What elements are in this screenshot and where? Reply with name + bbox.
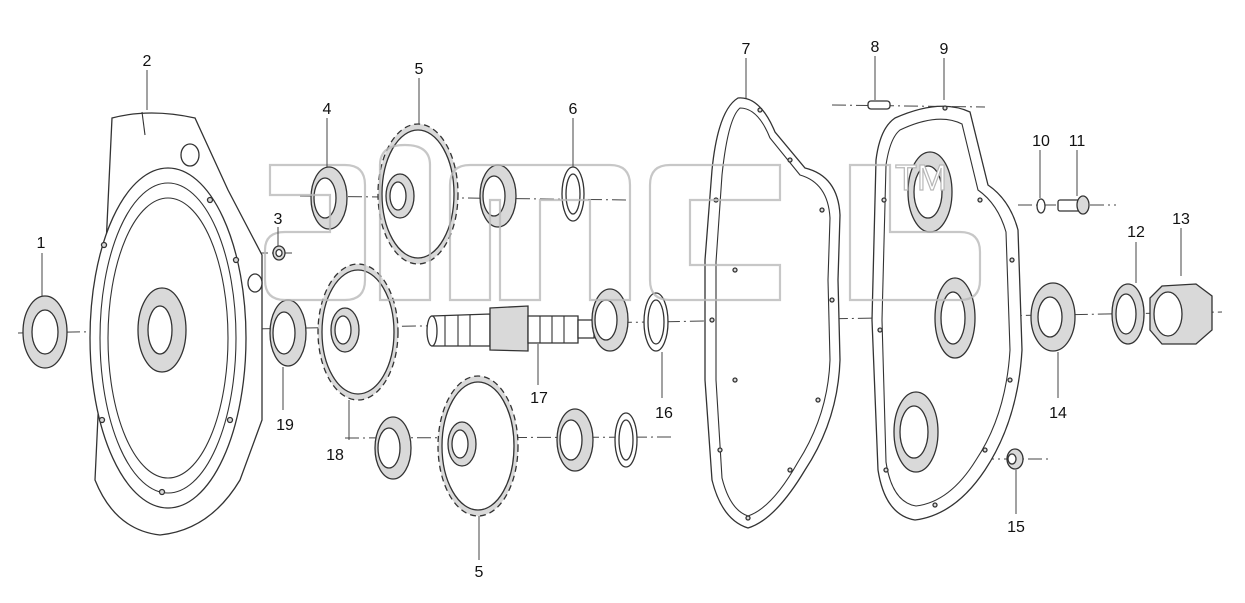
callout-1: 1 (37, 235, 46, 252)
part-12-washer (1111, 283, 1145, 345)
callout-11: 11 (1069, 133, 1086, 150)
part-3-nut (272, 245, 286, 261)
callout-2: 2 (143, 53, 152, 70)
part-13-nut (1149, 283, 1213, 345)
part-11-bolt (1057, 195, 1090, 215)
part-19-bearing (269, 299, 307, 367)
callout-18: 18 (326, 447, 344, 464)
callout-5-top: 5 (415, 61, 424, 78)
callout-16: 16 (655, 405, 673, 422)
part-6-bearing-clip (479, 164, 585, 228)
part-2-housing (89, 111, 263, 536)
callout-17: 17 (530, 390, 548, 407)
part-9-cover (871, 105, 1023, 521)
callout-13: 13 (1172, 211, 1190, 228)
callout-19: 19 (276, 417, 294, 434)
callout-8: 8 (871, 39, 880, 56)
part-15-plug (1006, 448, 1024, 470)
callout-6: 6 (569, 101, 578, 118)
callout-14: 14 (1049, 405, 1067, 422)
watermark-logo: TM (263, 143, 982, 302)
part-5-gear-bottom (437, 375, 519, 517)
part-5-gear-top (377, 123, 459, 265)
callout-4: 4 (323, 101, 332, 118)
callout-labels: 1 2 3 4 5 5 6 7 8 9 10 11 12 13 14 15 16… (37, 39, 1190, 581)
bearing-clip-bottom (556, 408, 638, 472)
callout-15: 15 (1007, 519, 1025, 536)
leader-lines (41, 56, 1182, 560)
part-17-shaft (426, 305, 595, 352)
callout-5-bottom: 5 (475, 564, 484, 581)
part-16-bearing-clip (591, 288, 669, 352)
callout-7: 7 (742, 41, 751, 58)
callout-3: 3 (274, 211, 283, 228)
part-7-gasket (704, 97, 841, 529)
trademark-text: TM (895, 157, 947, 198)
callout-12: 12 (1127, 224, 1145, 241)
callout-10: 10 (1032, 133, 1050, 150)
bearing-bottom-left (374, 416, 412, 480)
part-18-gear (317, 263, 399, 401)
part-14-washer (1030, 282, 1076, 352)
part-10-oring (1036, 198, 1046, 214)
part-8-pin (867, 100, 891, 110)
part-1-seal (22, 295, 68, 369)
callout-9: 9 (940, 41, 949, 58)
